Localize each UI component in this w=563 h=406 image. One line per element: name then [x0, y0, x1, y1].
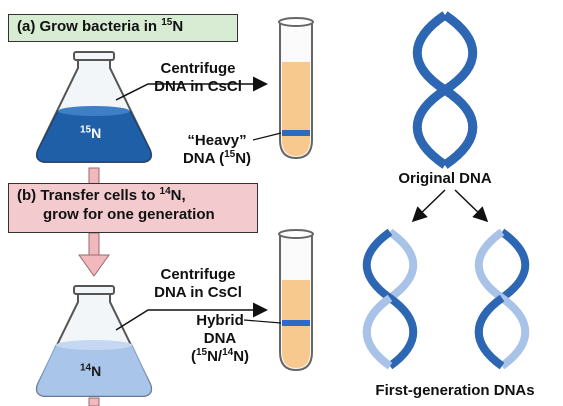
tube-1 [278, 17, 314, 160]
centrifuge-2-line1: Centrifuge [160, 266, 236, 283]
step-b-letter: (b) [17, 187, 37, 204]
flask-2-mass: 14 [80, 362, 92, 374]
arrow-flask2-to-tube [115, 302, 268, 331]
heavy-label-pre: DNA ( [182, 150, 225, 167]
flask-1-mass: 15 [80, 124, 92, 136]
hybrid-dna-label: Hybrid DNA (15N/14N) [184, 312, 256, 366]
flask-1-el: N [91, 125, 102, 141]
heavy-label-post: N) [235, 150, 252, 167]
hybrid-label-post: N) [233, 348, 250, 365]
heavy-pointer-line [252, 132, 282, 141]
flask-15n [35, 51, 153, 163]
step-a-text: Grow bacteria in [39, 18, 162, 35]
first-gen-dna-label: First-generation DNAs [375, 382, 535, 399]
step-a-box: (a) Grow bacteria in 15N [8, 14, 238, 42]
heavy-dna-label: “Heavy” DNA (15N) [176, 132, 258, 168]
flow-arrow-3 [88, 397, 100, 406]
centrifuge-label-1: Centrifuge DNA in CsCl [142, 60, 254, 96]
step-b-iso-mass: 14 [159, 186, 171, 197]
centrifuge-label-2: Centrifuge DNA in CsCl [142, 266, 254, 302]
flow-arrow-1 [88, 167, 100, 185]
heavy-dna-band [282, 130, 310, 136]
original-dna-helix [412, 11, 478, 169]
hybrid-label-mid: N/ [207, 348, 223, 365]
hybrid-pointer-line [243, 319, 282, 324]
centrifuge-1-line2: DNA in CsCl [154, 78, 242, 95]
arrow-to-right-dna [454, 189, 489, 223]
step-a-iso-mass: 15 [161, 17, 173, 28]
centrifuge-2-line2: DNA in CsCl [154, 284, 242, 301]
hybrid-label-line2: DNA [203, 330, 237, 347]
heavy-label-mass: 15 [224, 149, 236, 160]
hybrid-label-mass2: 14 [222, 347, 234, 358]
hybrid-label-line1: Hybrid [196, 312, 244, 329]
first-gen-dna-left [362, 228, 418, 370]
flask-14n [35, 285, 153, 397]
arrow-flask1-to-tube [115, 76, 268, 101]
step-b-iso-el: N, [170, 187, 186, 204]
hybrid-label-mass1: 15 [195, 347, 208, 358]
hybrid-dna-band [282, 320, 310, 326]
arrow-to-left-dna [411, 189, 446, 223]
original-dna-label: Original DNA [398, 170, 492, 187]
step-b-line2: grow for one generation [43, 206, 215, 223]
step-a-iso-el: N [172, 18, 184, 35]
flow-arrow-2 [78, 232, 110, 277]
centrifuge-1-line1: Centrifuge [160, 60, 236, 77]
step-a-letter: (a) [17, 18, 36, 35]
step-b-box: (b) Transfer cells to 14N, grow for one … [8, 183, 258, 233]
flask-2-el: N [91, 363, 102, 379]
step-b-line1: Transfer cells to [40, 187, 160, 204]
first-gen-dna-right [474, 228, 530, 370]
heavy-label-line1: “Heavy” [187, 132, 247, 149]
flask-1-label: 15N [80, 124, 101, 142]
tube-2 [278, 229, 314, 372]
flask-2-label: 14N [80, 362, 101, 380]
hybrid-label-pre: ( [190, 348, 196, 365]
